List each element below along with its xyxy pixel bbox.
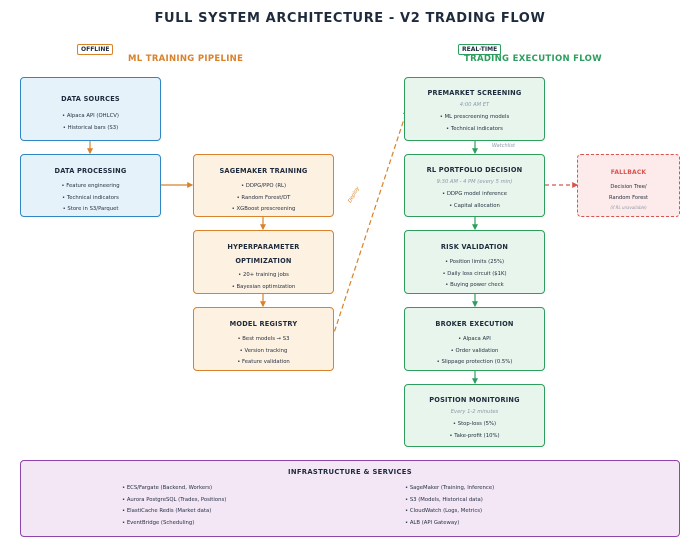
list-item: Store in S3/Parquet	[21, 204, 160, 216]
fallback-line1: Decision Tree/	[610, 184, 647, 190]
position-monitoring-title: POSITION MONITORING	[429, 396, 520, 404]
list-item: ML prescreening models	[405, 112, 544, 124]
fallback-line2: Random Forest	[608, 195, 649, 201]
list-item: Technical indicators	[405, 124, 544, 136]
list-item: Slippage protection (0.5%)	[405, 357, 544, 369]
infrastructure-right-list: SageMaker (Training, Inference) S3 (Mode…	[405, 483, 494, 529]
risk-validation-box: RISK VALIDATION Position limits (25%) Da…	[404, 230, 545, 294]
infrastructure-title: INFRASTRUCTURE & SERVICES	[288, 468, 412, 476]
list-item: EventBridge (Scheduling)	[122, 518, 226, 530]
sagemaker-training-title: SAGEMAKER TRAINING	[219, 167, 308, 175]
data-sources-box: DATA SOURCES Alpaca API (OHLCV) Historic…	[20, 77, 161, 141]
trading-flow-heading: TRADING EXECUTION FLOW	[464, 54, 602, 64]
list-item: Take-profit (10%)	[405, 431, 544, 443]
model-registry-title: MODEL REGISTRY	[229, 320, 298, 328]
risk-validation-title: RISK VALIDATION	[440, 243, 509, 251]
rl-decision-title: RL PORTFOLIO DECISION	[426, 166, 523, 174]
list-item: ALB (API Gateway)	[405, 518, 494, 530]
hyperparameter-box: HYPERPARAMETER OPTIMIZATION 20+ training…	[193, 230, 334, 294]
list-item: SageMaker (Training, Inference)	[405, 483, 494, 495]
hyperparameter-title-line2: OPTIMIZATION	[235, 257, 292, 265]
list-item: 20+ training jobs	[194, 270, 333, 282]
rl-decision-schedule: 9:30 AM - 4 PM (every 5 min)	[436, 179, 513, 185]
premarket-screening-box: PREMARKET SCREENING 4:00 AM ET ML prescr…	[404, 77, 545, 141]
watchlist-label: Watchlist	[492, 143, 515, 149]
list-item: Alpaca API (OHLCV)	[21, 111, 160, 123]
list-item: Technical indicators	[21, 193, 160, 205]
list-item: Daily loss circuit ($1K)	[405, 269, 544, 281]
offline-tag: OFFLINE	[77, 44, 114, 55]
data-processing-title: DATA PROCESSING	[54, 167, 127, 175]
list-item: Position limits (25%)	[405, 257, 544, 269]
list-item: DDPG/PPO (RL)	[194, 181, 333, 193]
sagemaker-training-box: SAGEMAKER TRAINING DDPG/PPO (RL) Random …	[193, 154, 334, 217]
fallback-note: (if RL unavailable)	[610, 205, 647, 210]
list-item: Aurora PostgreSQL (Trades, Positions)	[122, 495, 226, 507]
list-item: Version tracking	[194, 346, 333, 358]
list-item: Bayesian optimization	[194, 282, 333, 294]
infrastructure-box: INFRASTRUCTURE & SERVICES ECS/Fargate (B…	[20, 460, 680, 537]
list-item: Random Forest/DT	[194, 193, 333, 205]
broker-execution-box: BROKER EXECUTION Alpaca API Order valida…	[404, 307, 545, 371]
list-item: Order validation	[405, 346, 544, 358]
list-item: Best models → S3	[194, 334, 333, 346]
list-item: Alpaca API	[405, 334, 544, 346]
list-item: Stop-loss (5%)	[405, 419, 544, 431]
page-title: FULL SYSTEM ARCHITECTURE - V2 TRADING FL…	[154, 11, 546, 26]
model-registry-box: MODEL REGISTRY Best models → S3 Version …	[193, 307, 334, 371]
list-item: ElastiCache Redis (Market data)	[122, 506, 226, 518]
rl-portfolio-decision-box: RL PORTFOLIO DECISION 9:30 AM - 4 PM (ev…	[404, 154, 545, 217]
list-item: Feature engineering	[21, 181, 160, 193]
monitoring-frequency: Every 1-2 minutes	[450, 409, 499, 415]
list-item: Buying power check	[405, 280, 544, 292]
list-item: Capital allocation	[405, 201, 544, 213]
hyperparameter-title-line1: HYPERPARAMETER	[227, 243, 300, 251]
list-item: DDPG model inference	[405, 189, 544, 201]
fallback-box: FALLBACK Decision Tree/ Random Forest (i…	[577, 154, 680, 217]
infrastructure-left-list: ECS/Fargate (Backend, Workers) Aurora Po…	[122, 483, 226, 529]
arrow-registry-deploy	[331, 108, 409, 340]
list-item: Historical bars (S3)	[21, 123, 160, 135]
list-item: S3 (Models, Historical data)	[405, 495, 494, 507]
fallback-title: FALLBACK	[610, 169, 647, 176]
data-sources-title: DATA SOURCES	[61, 95, 120, 103]
list-item: ECS/Fargate (Backend, Workers)	[122, 483, 226, 495]
position-monitoring-box: POSITION MONITORING Every 1-2 minutes St…	[404, 384, 545, 447]
list-item: Feature validation	[194, 357, 333, 369]
ml-pipeline-heading: ML TRAINING PIPELINE	[128, 54, 244, 64]
premarket-title: PREMARKET SCREENING	[427, 89, 522, 97]
list-item: CloudWatch (Logs, Metrics)	[405, 506, 494, 518]
list-item: XGBoost prescreening	[194, 204, 333, 216]
premarket-time: 4:00 AM ET	[459, 102, 490, 108]
realtime-tag: REAL-TIME	[458, 44, 502, 55]
broker-execution-title: BROKER EXECUTION	[435, 320, 514, 328]
data-processing-box: DATA PROCESSING Feature engineering Tech…	[20, 154, 161, 217]
